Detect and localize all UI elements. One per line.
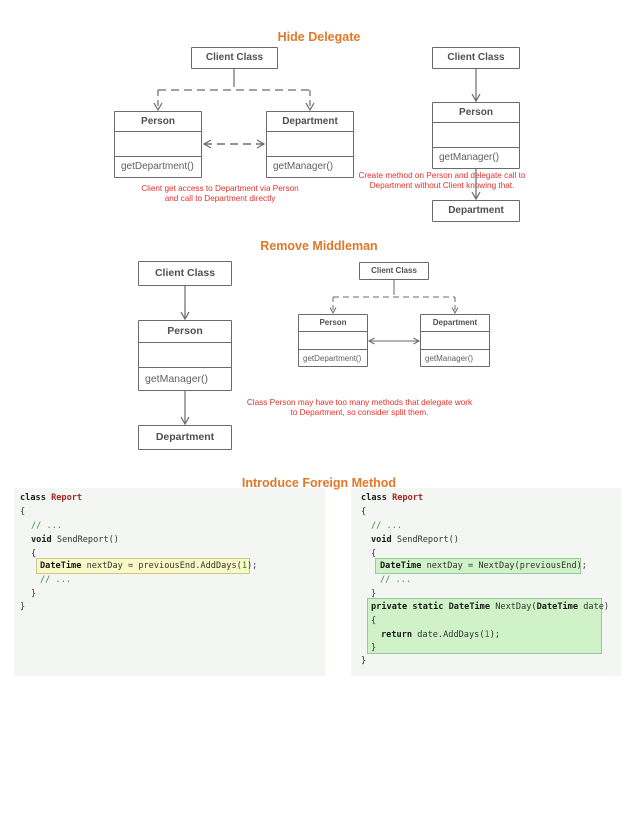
- hd-right-person-method: getManager(): [433, 147, 519, 168]
- remove-middleman-heading: Remove Middleman: [260, 239, 378, 253]
- rm-right-client-title: Client Class: [371, 266, 417, 275]
- rm-left-department-box: Department: [138, 425, 232, 450]
- rm-left-client-box: Client Class: [138, 261, 232, 286]
- rm-right-person-method: getDepartment(): [299, 349, 367, 368]
- hd-left-person-method: getDepartment(): [115, 156, 201, 177]
- hd-left-note: Client get access to Department via Pers…: [141, 184, 299, 203]
- hide-delegate-heading: Hide Delegate: [277, 30, 361, 44]
- rm-right-person-title: Person: [319, 318, 347, 327]
- code-panel-after: class Report { // ... void SendReport() …: [351, 488, 621, 676]
- hd-right-department-title: Department: [448, 205, 504, 216]
- hd-right-client-title: Client Class: [447, 52, 505, 63]
- hd-right-note: Create method on Person and delegate cal…: [358, 171, 526, 190]
- rm-right-department-title: Department: [432, 318, 478, 327]
- hd-right-client-box: Client Class: [432, 47, 520, 69]
- rm-left-person-title: Person: [167, 325, 203, 337]
- rm-right-client-box: Client Class: [359, 262, 429, 280]
- hd-right-person-box: Person getManager(): [432, 102, 520, 169]
- hd-left-client-box: Client Class: [191, 47, 278, 69]
- rm-left-department-title: Department: [155, 431, 215, 443]
- foreign-method-heading: Introduce Foreign Method: [241, 476, 397, 490]
- hd-left-person-box: Person getDepartment(): [114, 111, 202, 178]
- hd-right-person-title: Person: [459, 107, 493, 118]
- hd-right-department-box: Department: [432, 200, 520, 222]
- rm-left-person-method: getManager(): [139, 367, 231, 391]
- rm-left-client-title: Client Class: [154, 267, 216, 279]
- hd-left-client-title: Client Class: [205, 52, 264, 63]
- highlight-before-line: [36, 558, 250, 574]
- highlight-after-call: [375, 558, 581, 574]
- hd-left-person-title: Person: [141, 116, 175, 127]
- hd-left-department-method: getManager(): [267, 156, 353, 177]
- rm-right-department-box: Department getManager(): [420, 314, 490, 367]
- hd-left-department-box: Department getManager(): [266, 111, 354, 178]
- code-panel-before: class Report { // ... void SendReport() …: [14, 488, 325, 676]
- rm-right-department-method: getManager(): [421, 349, 489, 368]
- hd-left-department-title: Department: [282, 116, 338, 127]
- rm-right-person-box: Person getDepartment(): [298, 314, 368, 367]
- rm-note: Class Person may have too many methods t…: [246, 398, 473, 417]
- highlight-after-method: [367, 598, 602, 654]
- rm-left-person-box: Person getManager(): [138, 320, 232, 391]
